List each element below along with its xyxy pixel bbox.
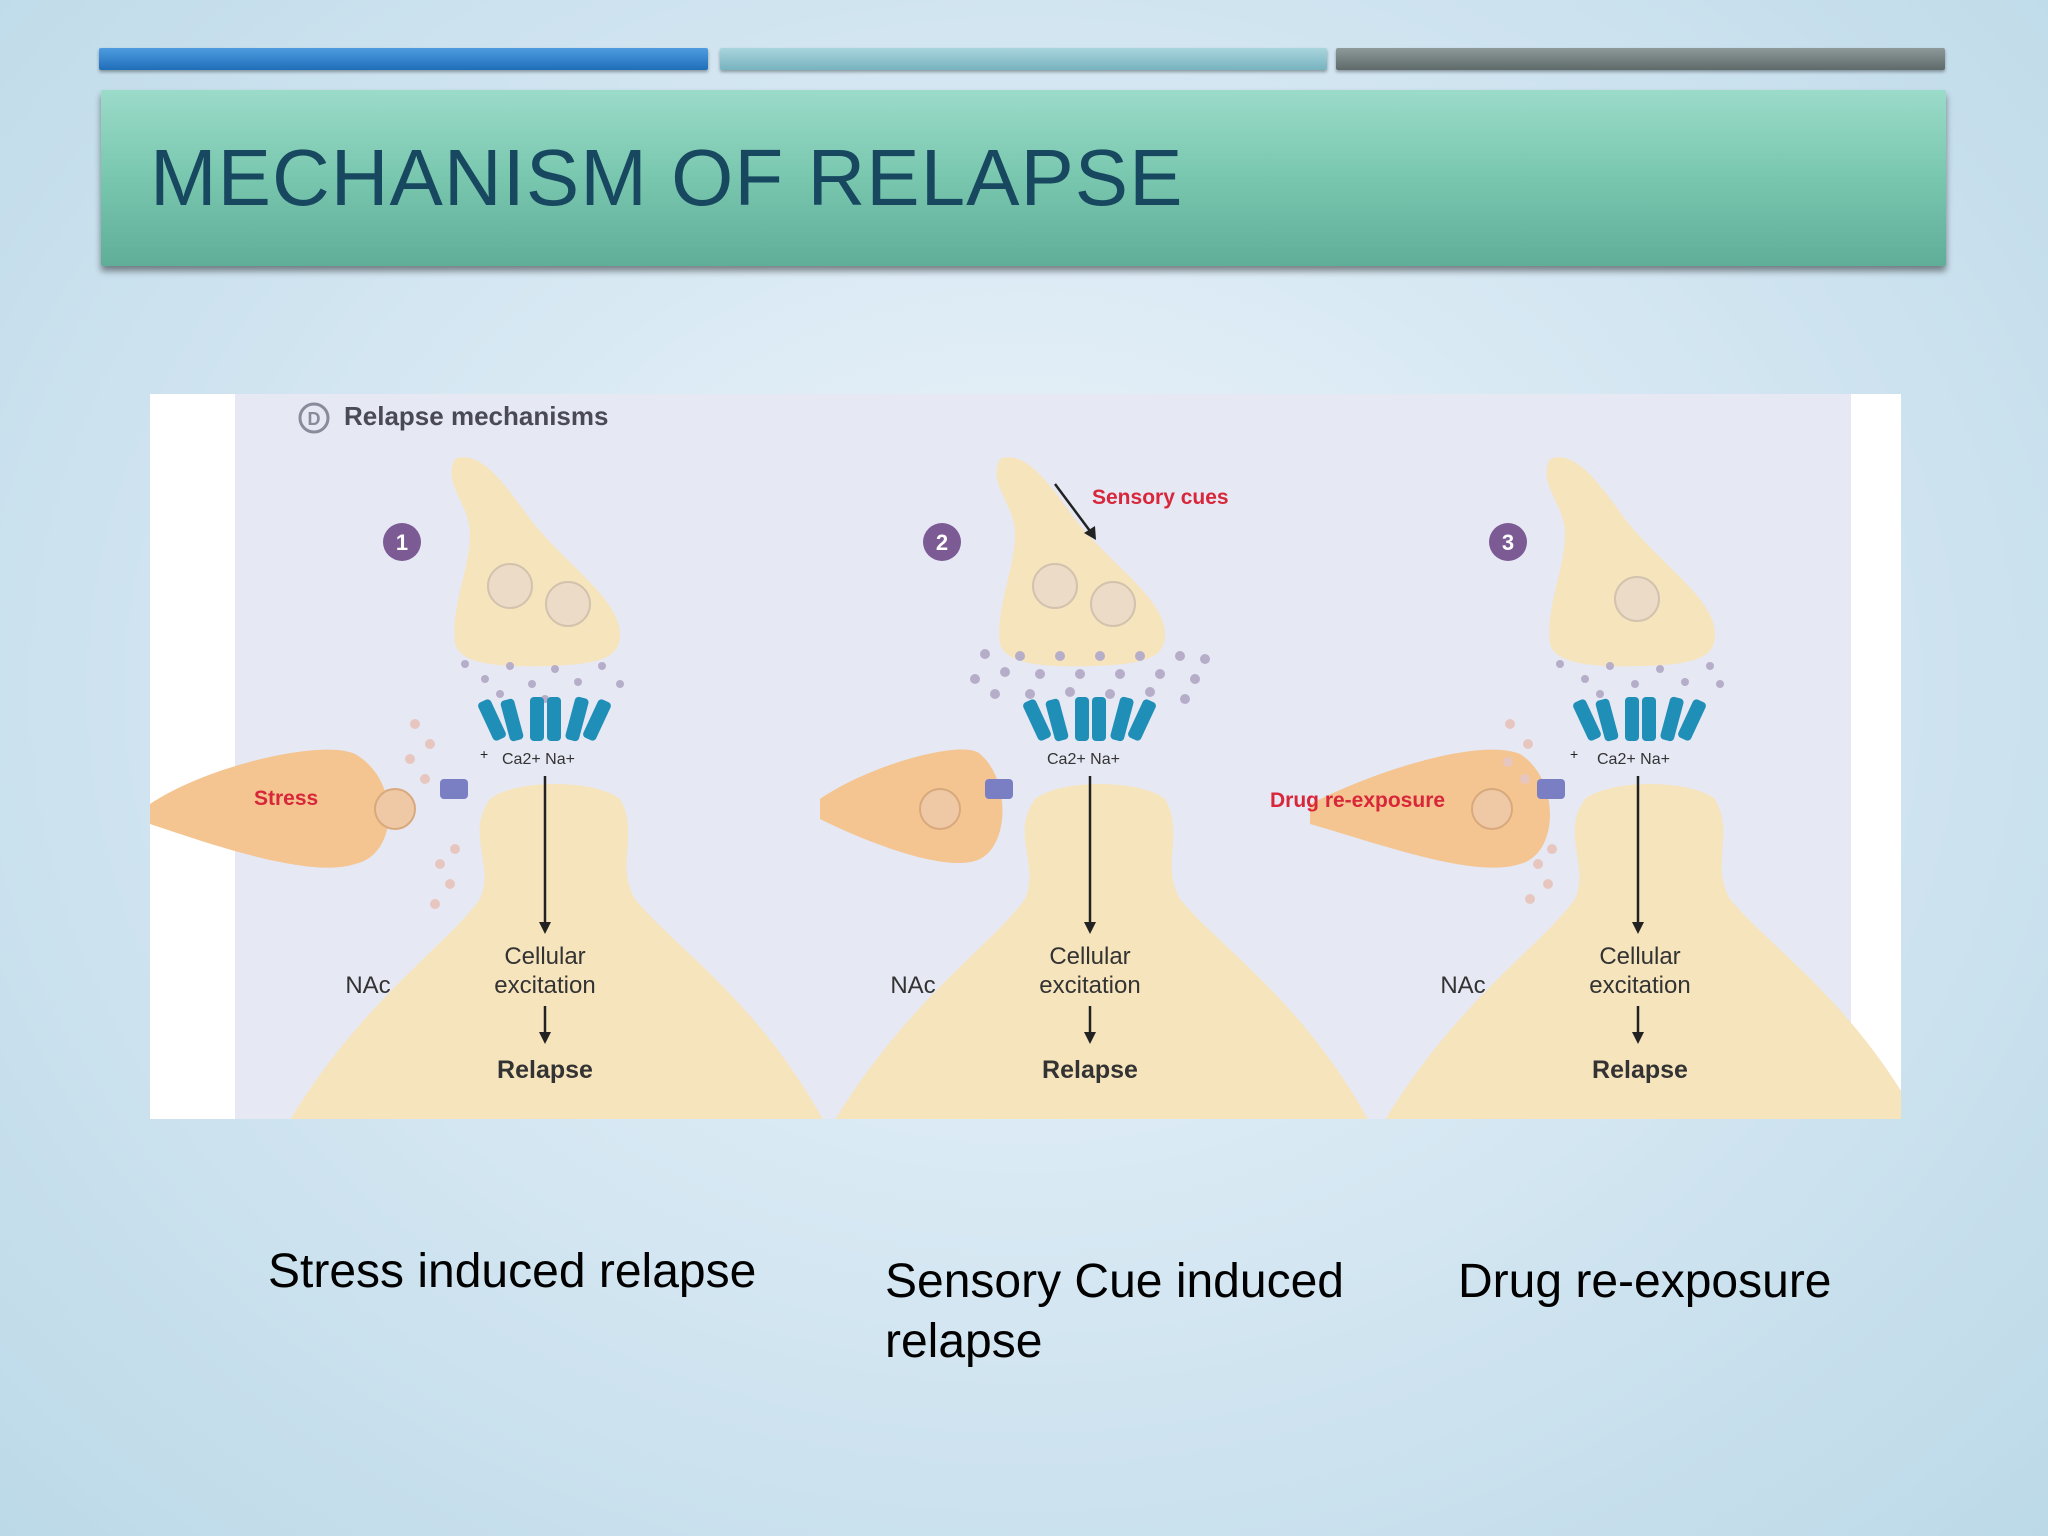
- top-accent-bar-blue: [99, 48, 708, 70]
- input-vesicle: [374, 788, 416, 830]
- panel-number: 1: [396, 530, 408, 555]
- relapse-mechanisms-figure: D Relapse mechanisms + Ca2+ Na+: [150, 394, 1901, 1119]
- outcome-label: Relapse: [497, 1056, 593, 1084]
- panel-stress: + Ca2+ Na+ 1 Stress Cellular excitation …: [150, 457, 823, 1119]
- neurotransmitters: [461, 660, 624, 703]
- region-label: NAc: [345, 972, 390, 999]
- cue-input-neuron: [820, 749, 1003, 864]
- title-banner: [101, 90, 1946, 266]
- vesicle-cluster: [1032, 563, 1078, 609]
- effect-label-line1: Cellular: [504, 943, 585, 970]
- panel-title: Relapse mechanisms: [344, 401, 608, 431]
- modulatory-receptor: [440, 779, 468, 799]
- caption-sensory-cue-induced: Sensory Cue induced relapse: [885, 1255, 1344, 1368]
- vesicle-cluster: [487, 563, 533, 609]
- panel-number: 2: [936, 530, 948, 555]
- caption-stress-induced: Stress induced relapse: [268, 1245, 757, 1298]
- presynaptic-terminal: [1546, 457, 1715, 667]
- effect-label-line1: Cellular: [1599, 943, 1680, 970]
- effect-label-line2: excitation: [1039, 972, 1140, 999]
- panel-letter: D: [308, 409, 321, 429]
- postsynaptic-neuron: [1385, 784, 1901, 1119]
- released-transmitters: [1503, 719, 1557, 904]
- vesicle-cluster: [1614, 576, 1660, 622]
- ion-label: Ca2+ Na+: [1047, 751, 1120, 768]
- ion-label: Ca2+ Na+: [502, 751, 575, 768]
- slide-title: MECHANISM OF RELAPSE: [150, 133, 1184, 222]
- panel-drug-reexposure: + Ca2+ Na+ 3 Drug re-exposure Cellular e…: [1270, 457, 1901, 1119]
- signal-arrowhead: [539, 922, 551, 934]
- neurotransmitters: [1556, 660, 1724, 698]
- trigger-label: Stress: [254, 787, 318, 810]
- panel-number-badge: [1489, 523, 1527, 561]
- panel-number: 3: [1502, 530, 1514, 555]
- modulatory-receptor: [1537, 779, 1565, 799]
- sensory-cue-arrow: [1053, 483, 1092, 532]
- input-vesicle: [1471, 788, 1513, 830]
- input-vesicle: [919, 788, 961, 830]
- top-accent-bar-gray: [1336, 48, 1945, 70]
- outcome-arrowhead: [1632, 1032, 1644, 1044]
- vesicle-cluster: [545, 581, 591, 627]
- caption-drug-reexposure: Drug re-exposure: [1458, 1255, 1832, 1308]
- effect-label-line1: Cellular: [1049, 943, 1130, 970]
- glutamate-receptors: [1023, 696, 1156, 742]
- outcome-arrowhead: [539, 1032, 551, 1044]
- panel-letter-badge: [298, 402, 330, 434]
- drug-input-neuron: [1310, 749, 1550, 868]
- panel-number-badge: [923, 523, 961, 561]
- plus-sign: +: [480, 746, 488, 762]
- panel-sensory-cues: Ca2+ Na+ 2 Sensory cues Cellular excitat…: [820, 457, 1368, 1119]
- outcome-label: Relapse: [1592, 1056, 1688, 1084]
- plus-sign: +: [1570, 746, 1578, 762]
- trigger-label: Drug re-exposure: [1270, 789, 1445, 812]
- figure-canvas: D Relapse mechanisms + Ca2+ Na+: [150, 394, 1901, 1119]
- signal-arrowhead: [1632, 922, 1644, 934]
- vesicle-cluster: [1090, 581, 1136, 627]
- ion-label: Ca2+ Na+: [1597, 751, 1670, 768]
- postsynaptic-neuron: [290, 784, 823, 1119]
- region-label: NAc: [890, 972, 935, 999]
- panel-number-badge: [383, 523, 421, 561]
- stress-input-neuron: [150, 749, 389, 868]
- sensory-cue-arrowhead: [1084, 526, 1096, 540]
- trigger-label: Sensory cues: [1092, 486, 1229, 509]
- glutamate-receptors: [478, 696, 611, 742]
- glutamate-receptors: [1573, 696, 1706, 742]
- outcome-arrowhead: [1084, 1032, 1096, 1044]
- modulatory-receptor: [985, 779, 1013, 799]
- postsynaptic-neuron: [835, 784, 1368, 1119]
- top-accent-bar-teal: [720, 48, 1327, 70]
- signal-arrowhead: [1084, 922, 1096, 934]
- region-label: NAc: [1440, 972, 1485, 999]
- outcome-label: Relapse: [1042, 1056, 1138, 1084]
- effect-label-line2: excitation: [1589, 972, 1690, 999]
- released-transmitters: [405, 719, 460, 909]
- effect-label-line2: excitation: [494, 972, 595, 999]
- neurotransmitters-increased: [970, 649, 1210, 704]
